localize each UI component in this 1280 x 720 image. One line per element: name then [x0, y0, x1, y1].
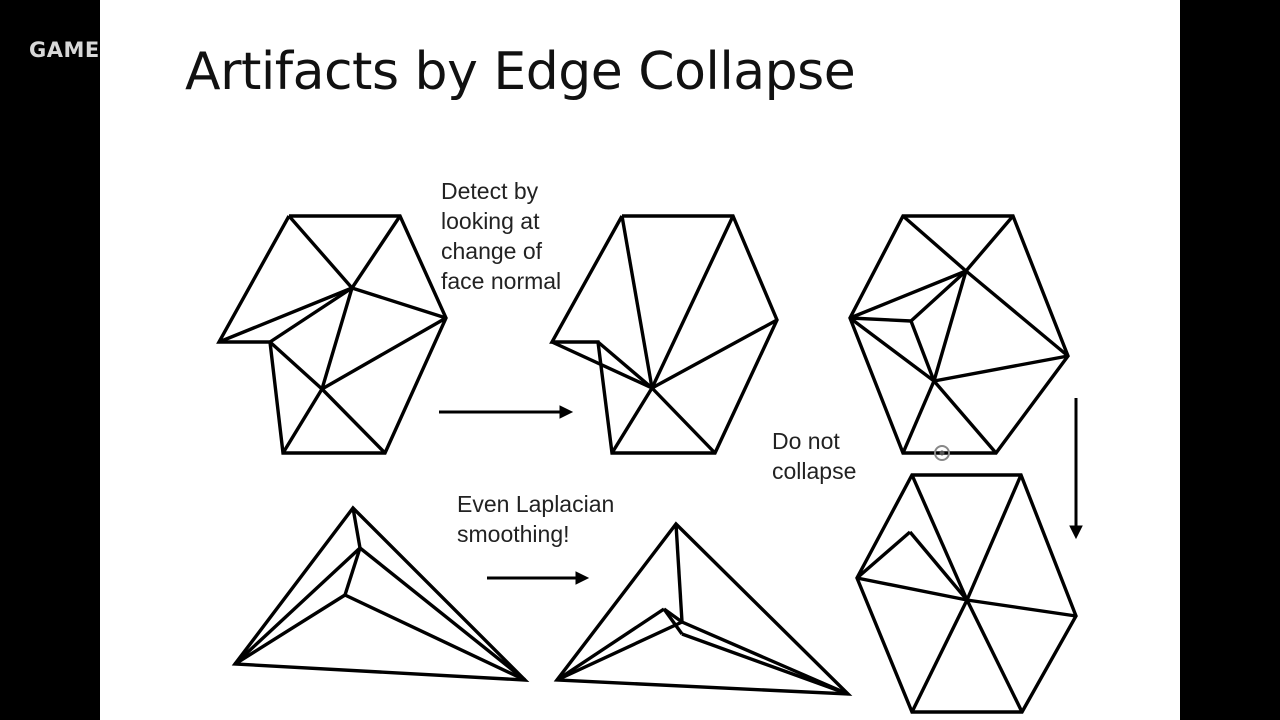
- note-detect: Detect by looking at change of face norm…: [441, 178, 562, 294]
- arrow-right-icon-2: [487, 571, 590, 585]
- note-do-not-collapse: Do not collapse: [772, 428, 857, 484]
- mesh-before-collapse: [216, 214, 448, 455]
- note-laplacian: Even Laplacian smoothing!: [457, 491, 615, 547]
- mesh-original-top: [848, 214, 1070, 455]
- mesh-result-bottom: [855, 473, 1078, 714]
- channel-watermark: GAME: [29, 38, 100, 62]
- slide: Artifacts by Edge Collapse: [100, 0, 1180, 720]
- mesh-after-collapse: [549, 214, 779, 455]
- wedge-before-smoothing: [231, 505, 530, 682]
- cursor-indicator-icon: [934, 445, 950, 461]
- arrow-right-icon: [439, 405, 574, 419]
- arrow-down-icon: [1069, 398, 1083, 540]
- wedge-after-smoothing: [553, 521, 853, 696]
- slide-title: Artifacts by Edge Collapse: [185, 42, 856, 102]
